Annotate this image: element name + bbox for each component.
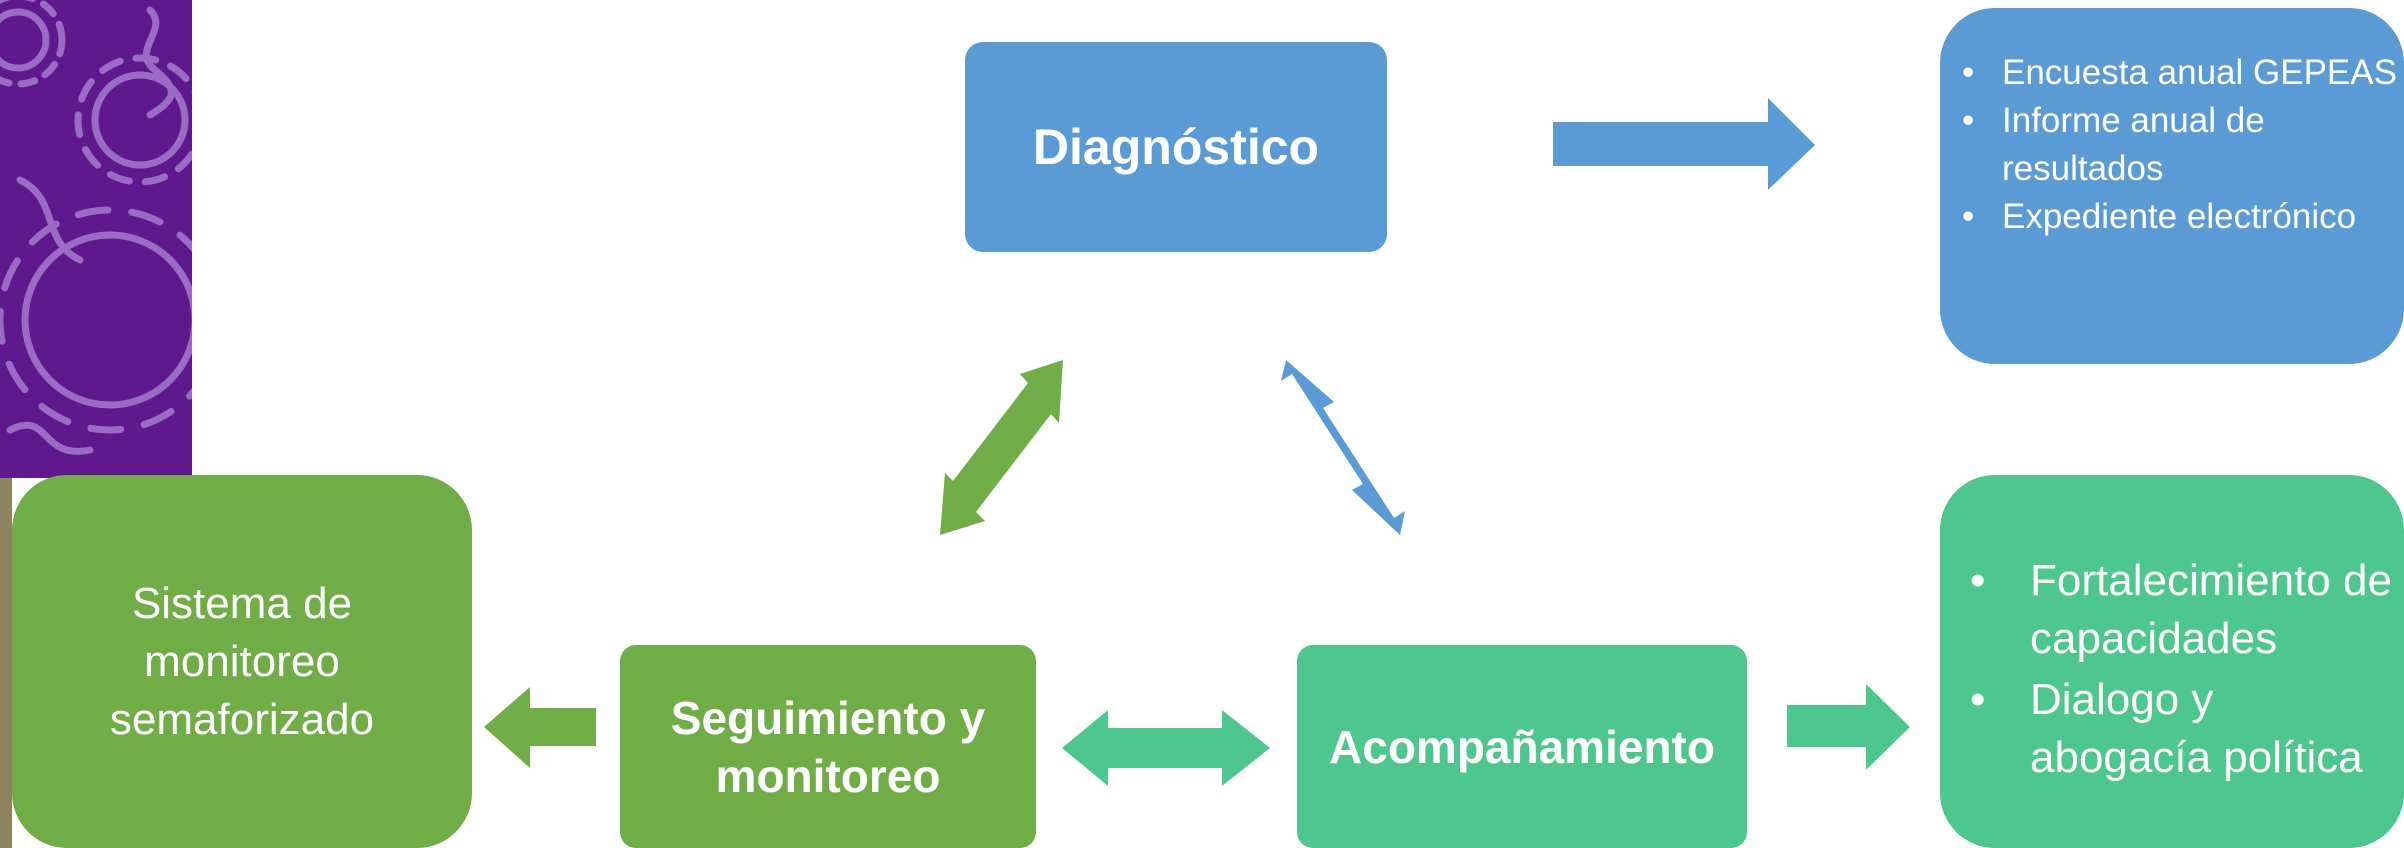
list-item: Encuesta anual GEPEAS xyxy=(1940,49,2404,97)
node-diagnostico-label: Diagnóstico xyxy=(1032,119,1320,175)
arrow-double-horizontal xyxy=(1062,710,1270,786)
output-box-green: Fortalecimiento de capacidades Dialogo y… xyxy=(1940,475,2404,848)
output-list-blue: Encuesta anual GEPEAS Informe anual de r… xyxy=(1940,49,2404,241)
arrow-double-green-diagonal xyxy=(940,360,1063,535)
node-acompanamiento-label: Acompañamiento xyxy=(1329,720,1715,773)
arrow-double-blue-diagonal xyxy=(1281,360,1405,535)
gear-pattern-icon xyxy=(0,0,192,455)
node-sistema-monitoreo-label: Sistema de monitoreo semaforizado xyxy=(109,578,375,744)
output-box-blue: Encuesta anual GEPEAS Informe anual de r… xyxy=(1940,8,2404,364)
node-diagnostico: Diagnóstico xyxy=(965,42,1387,252)
output-list-green: Fortalecimiento de capacidades Dialogo y… xyxy=(1940,552,2394,787)
node-acompanamiento: Acompañamiento xyxy=(1297,645,1747,848)
node-sistema-monitoreo: Sistema de monitoreo semaforizado xyxy=(12,475,472,848)
list-item: Dialogo y abogacía política xyxy=(1940,671,2394,787)
arrow-right-teal xyxy=(1787,684,1910,770)
decorative-gear-panel xyxy=(0,0,192,478)
node-seguimiento-label: Seguimiento y monitoreo xyxy=(670,691,986,802)
decorative-photo-strip xyxy=(0,478,12,848)
arrow-left-green xyxy=(484,687,596,768)
list-item: Expediente electrónico xyxy=(1940,193,2404,241)
node-seguimiento: Seguimiento y monitoreo xyxy=(620,645,1036,848)
arrow-right-blue xyxy=(1553,98,1815,190)
list-item: Informe anual de resultados xyxy=(1940,97,2404,193)
list-item: Fortalecimiento de capacidades xyxy=(1940,552,2394,668)
